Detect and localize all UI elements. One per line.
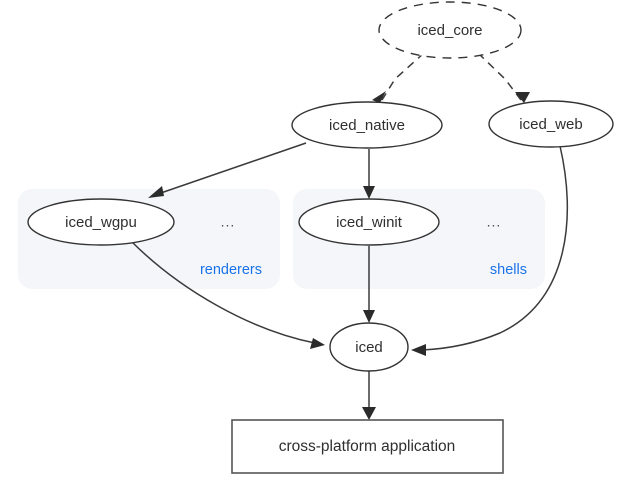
edge-native-to-winit-arrowhead [363,186,375,199]
node-iced-core[interactable]: iced_core [378,1,522,59]
node-application[interactable]: cross-platform application [231,419,504,474]
shells-more-label: ... [487,214,502,230]
node-iced-web[interactable]: iced_web [488,100,614,148]
group-label-shells: shells [490,262,527,278]
node-iced-winit-shape[interactable] [298,198,440,246]
node-iced-core-label: iced_core [417,22,482,39]
edge-core-to-web-arrowhead [515,92,530,103]
edge-core-to-native-line [381,52,425,101]
edge-winit-to-iced-arrowhead [363,310,375,323]
node-iced-wgpu-label: iced_wgpu [65,214,137,231]
group-label-renderers: renderers [200,262,262,278]
edge-native-to-wgpu [148,142,307,198]
node-iced[interactable]: iced [329,322,409,372]
node-iced-native-shape[interactable] [291,101,443,149]
edge-wgpu-to-iced-arrowhead [310,338,325,349]
node-application-label: cross-platform application [279,438,456,455]
edge-native-to-wgpu-arrowhead [148,186,164,198]
edge-core-to-native-arrowhead [372,91,386,103]
node-iced-wgpu-shape[interactable] [27,198,175,246]
edge-web-to-iced [411,145,569,356]
node-iced-web-label: iced_web [519,116,582,133]
node-iced-winit[interactable]: iced_winit [298,198,440,246]
edge-web-to-iced-arrowhead [411,344,426,356]
edge-wgpu-to-iced [130,240,325,349]
node-iced-winit-label: iced_winit [336,214,403,231]
edge-core-to-native [372,52,425,103]
edge-core-to-web [477,52,530,103]
node-iced-shape[interactable] [329,322,409,372]
edge-wgpu-to-iced-line [130,240,316,344]
edge-native-to-wgpu-line [154,142,307,196]
node-iced-wgpu[interactable]: iced_wgpu [27,198,175,246]
node-iced-web-shape[interactable] [488,100,614,148]
edge-core-to-web-line [477,52,522,101]
renderers-more-label: ... [221,214,236,230]
edge-native-to-winit [363,149,375,199]
edge-iced-to-app-arrowhead [362,407,376,420]
node-iced-core-shape[interactable] [378,1,522,59]
edge-winit-to-iced [363,246,375,323]
node-application-shape[interactable] [231,419,504,474]
edge-iced-to-app [362,371,376,420]
node-iced-native-label: iced_native [329,117,405,134]
edge-web-to-iced-line [421,145,569,351]
node-iced-label: iced [355,339,383,356]
node-iced-native[interactable]: iced_native [291,101,443,149]
